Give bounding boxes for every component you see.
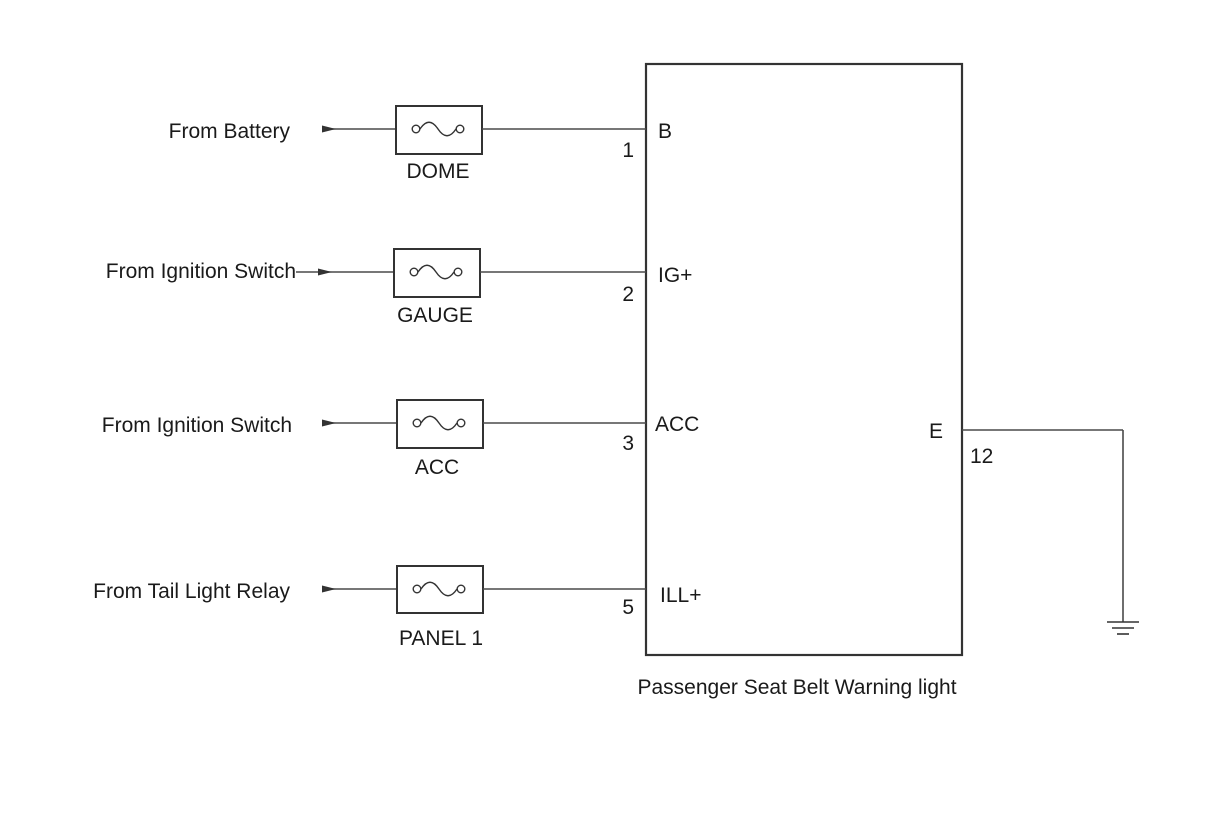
fuse-icon: [393, 248, 481, 298]
warning-light-module: [644, 62, 964, 657]
pin-number: 2: [622, 283, 634, 306]
source-label: From Ignition Switch: [106, 260, 296, 283]
arrow-icon: [318, 268, 332, 276]
pin-number: 12: [970, 445, 993, 468]
terminal-label: B: [658, 120, 672, 143]
component-label: Passenger Seat Belt Warning light: [637, 676, 956, 699]
pin-number: 3: [622, 432, 634, 455]
terminal-label: ACC: [655, 413, 699, 436]
fuse-icon: [396, 399, 484, 449]
terminal-label: E: [929, 420, 943, 443]
fuse-icon: [396, 565, 484, 614]
terminal-label: IG+: [658, 264, 692, 287]
arrow-icon: [322, 125, 336, 133]
arrow-icon: [322, 419, 336, 427]
arrow-icon: [322, 585, 336, 593]
source-label: From Battery: [169, 120, 291, 143]
source-label: From Tail Light Relay: [93, 580, 290, 603]
pin-number: 1: [622, 139, 634, 162]
input-row-battery: From Battery DOME 1 B: [169, 105, 672, 183]
fuse-label: DOME: [407, 160, 470, 183]
source-label: From Ignition Switch: [102, 414, 292, 437]
fuse-icon: [395, 105, 483, 155]
fuse-label: PANEL 1: [399, 627, 483, 650]
fuse-label: ACC: [415, 456, 459, 479]
input-row-ignition-acc: From Ignition Switch ACC 3 ACC: [102, 399, 699, 479]
input-row-tail-light: From Tail Light Relay PANEL 1 5 ILL+: [93, 565, 701, 650]
terminal-label: ILL+: [660, 584, 701, 607]
input-row-ignition-gauge: From Ignition Switch GAUGE 2 IG+: [106, 248, 692, 327]
pin-number: 5: [622, 596, 634, 619]
ground-row: E 12: [929, 420, 1139, 635]
fuse-label: GAUGE: [397, 304, 473, 327]
ground-icon: [1107, 621, 1139, 635]
